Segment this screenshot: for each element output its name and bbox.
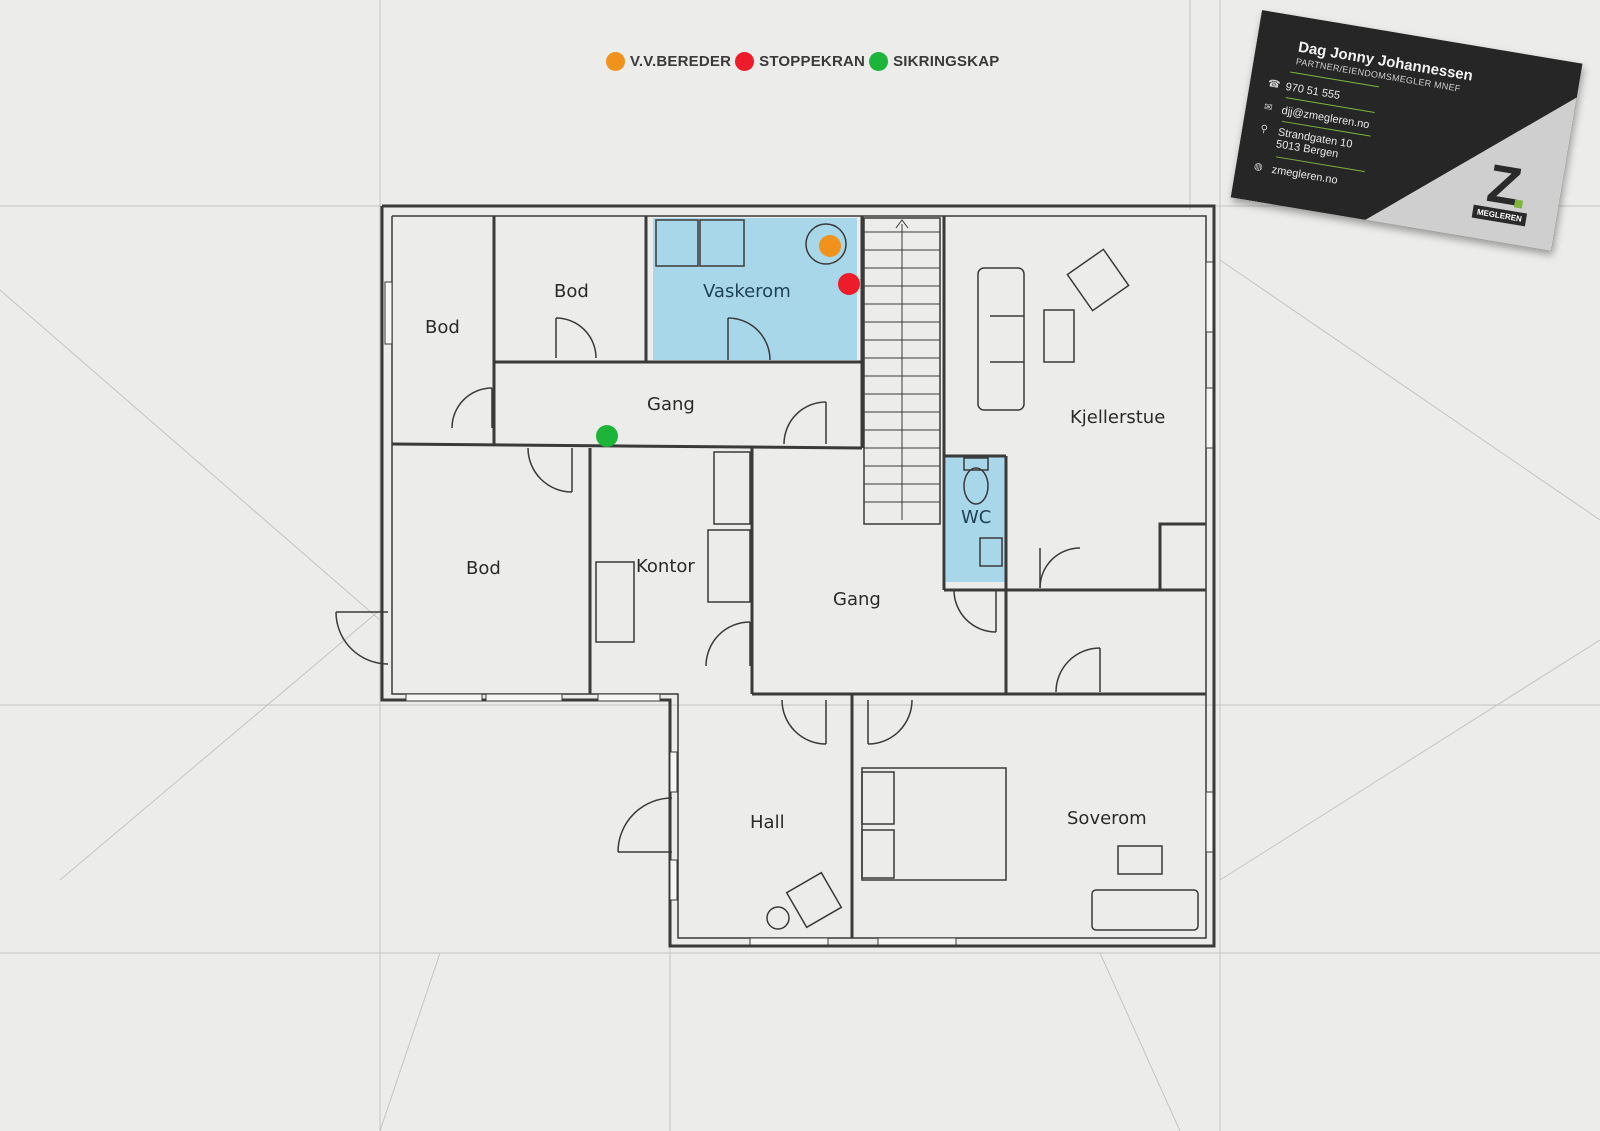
furniture — [595, 219, 1199, 931]
logo-letter: Z — [1483, 153, 1526, 218]
legend-item: SIKRINGSKAP — [869, 52, 999, 71]
water-heater-marker — [819, 235, 841, 257]
room-label-gang: Gang — [647, 394, 695, 415]
room-label-vaskerom: Vaskerom — [703, 281, 791, 302]
legend-label: STOPPEKRAN — [759, 53, 866, 70]
room-label-wc: WC — [961, 507, 991, 528]
room-label-hall: Hall — [750, 812, 785, 833]
room-label-bod: Bod — [466, 558, 501, 579]
room-label-soverom: Soverom — [1067, 808, 1147, 829]
room-label-kontor: Kontor — [636, 556, 695, 577]
legend-label: SIKRINGSKAP — [893, 53, 1000, 70]
room-label-bod: Bod — [425, 317, 460, 338]
zmegleren-logo: Z MEGLEREN — [1471, 153, 1535, 227]
legend-item: V.V.BEREDER — [606, 52, 731, 71]
stairs — [864, 219, 940, 520]
doors — [335, 317, 1101, 853]
room-label-kjellerstue: Kjellerstue — [1070, 407, 1165, 428]
windows — [384, 261, 1214, 946]
stopcock-dot — [735, 52, 755, 71]
legend-item: STOPPEKRAN — [735, 52, 865, 71]
legend-label: V.V.BEREDER — [630, 53, 732, 70]
fuse-box-dot — [869, 52, 889, 71]
room-label-gang: Gang — [833, 589, 881, 610]
water-heater-dot — [606, 52, 625, 71]
fuse-box-marker — [596, 425, 618, 447]
legend: V.V.BEREDER STOPPEKRAN SIKRINGSKAP — [606, 52, 1003, 71]
stopcock-marker — [838, 273, 860, 295]
walls — [380, 204, 1216, 948]
logo-dot — [1513, 199, 1524, 209]
room-label-bod: Bod — [554, 281, 589, 302]
wc-fill — [946, 456, 1006, 582]
